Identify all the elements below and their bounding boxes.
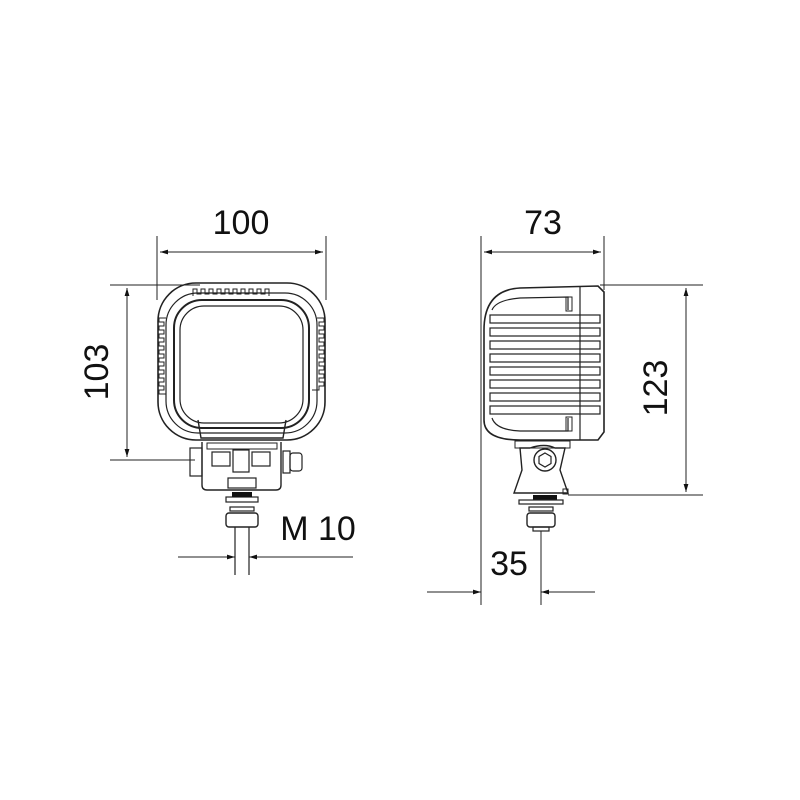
bolt-offset-label: 35	[490, 545, 528, 583]
cooling-fins	[489, 314, 601, 415]
thread-dimension: M 10	[178, 510, 356, 560]
total-height-dimension: 123	[568, 284, 703, 496]
mounting-bracket-side	[513, 440, 571, 495]
width-dimension: 100	[156, 204, 327, 300]
depth-label: 73	[524, 204, 562, 242]
width-label: 100	[213, 204, 270, 242]
mounting-bracket-front	[189, 442, 303, 491]
height-label: 103	[78, 344, 116, 401]
mounting-bolt-front	[225, 492, 259, 575]
thread-label: M 10	[280, 510, 356, 548]
total-height-label: 123	[637, 360, 675, 417]
height-dimension: 103	[78, 284, 200, 461]
lamp-housing-side	[483, 285, 605, 441]
lamp-housing-front	[157, 282, 326, 441]
depth-dimension: 73	[480, 204, 605, 605]
front-view: 100 103	[78, 204, 356, 575]
bolt-offset-dimension: 35	[427, 545, 595, 595]
side-view: 73 123	[427, 204, 703, 605]
